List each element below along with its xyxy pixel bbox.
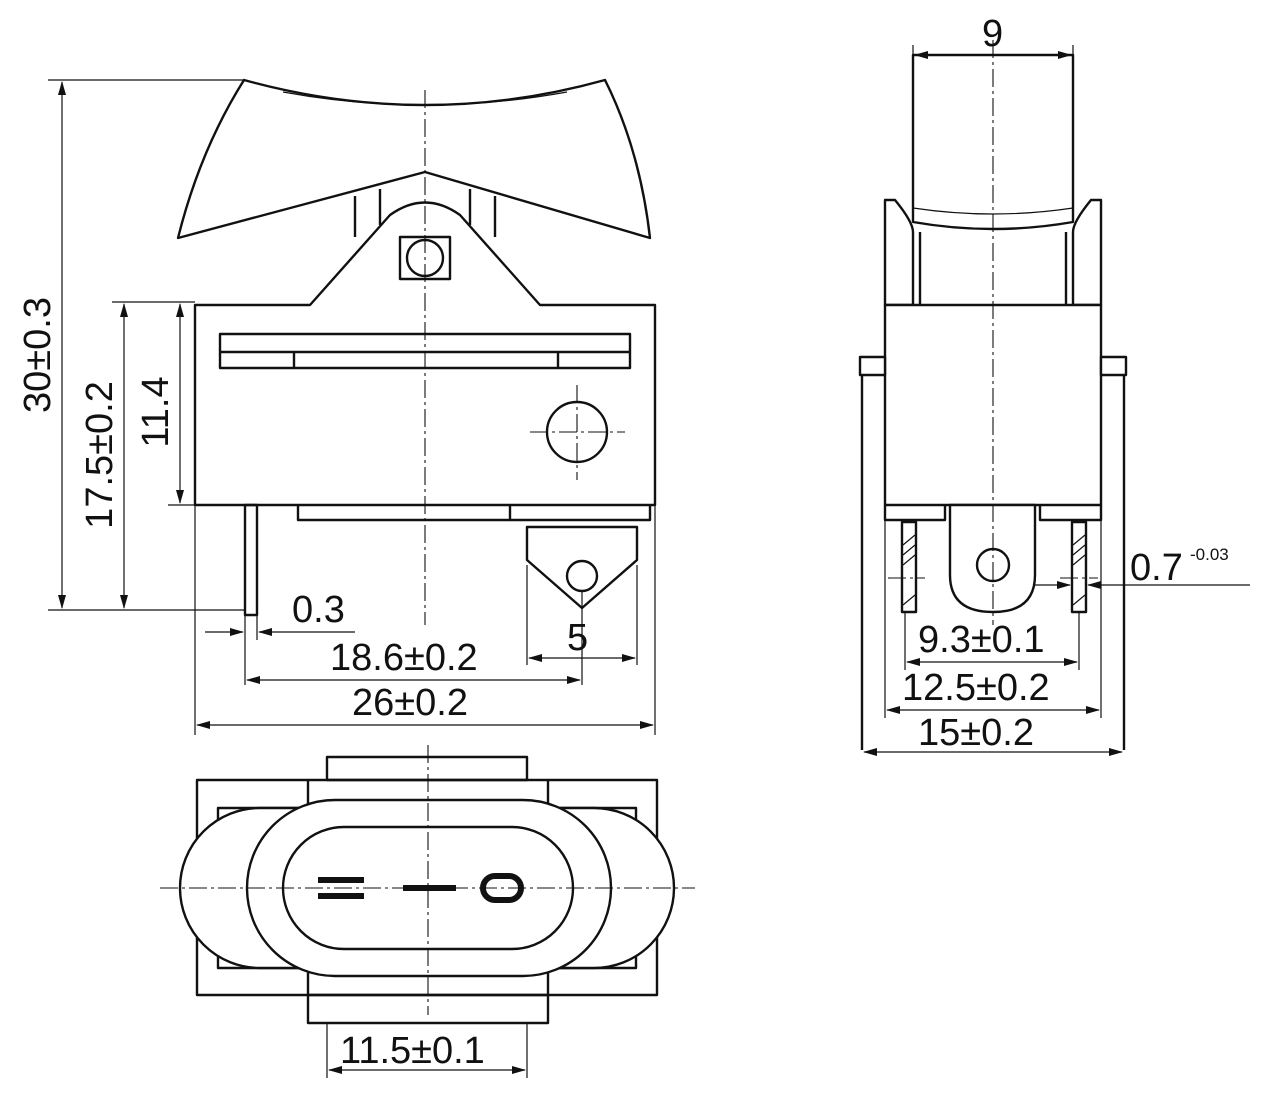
top-dimensions: 11.5±0.1 [326,1023,528,1078]
dim-pin-tolerance: -0.03 [1190,545,1229,564]
dim-terminal-span-outer: 15±0.2 [918,712,1034,754]
side-view [858,40,1128,750]
dim-terminal-span-mid: 12.5±0.2 [902,667,1050,709]
side-dimensions: 9 0.7 -0.03 9.3±0.1 12.5±0.2 15±0.2 [863,13,1250,756]
dim-body-height: 17.5±0.2 [79,381,121,529]
dim-tab-width: 5 [567,617,588,659]
top-view [160,745,695,1025]
dim-terminal-span-inner: 9.3±0.1 [918,619,1045,661]
side-center-lug [948,503,1037,614]
side-pin-left [900,520,918,614]
front-dimensions: 30±0.3 17.5±0.2 11.4 0.3 5 18.6±0.2 26±0… [17,79,656,735]
dim-bottom-width: 11.5±0.1 [340,1030,485,1072]
thin-terminal [243,503,259,617]
dim-overall-height: 30±0.3 [17,297,59,413]
dim-top-width: 9 [982,13,1003,55]
dim-terminal-thickness: 0.3 [292,589,345,631]
dim-pin-width: 0.7 [1130,547,1183,589]
dim-terminal-pitch: 18.6±0.2 [330,637,478,679]
dim-body-length: 26±0.2 [352,682,468,724]
front-view [176,78,657,625]
dim-housing-height: 11.4 [135,376,177,447]
lug-terminal [525,525,639,610]
